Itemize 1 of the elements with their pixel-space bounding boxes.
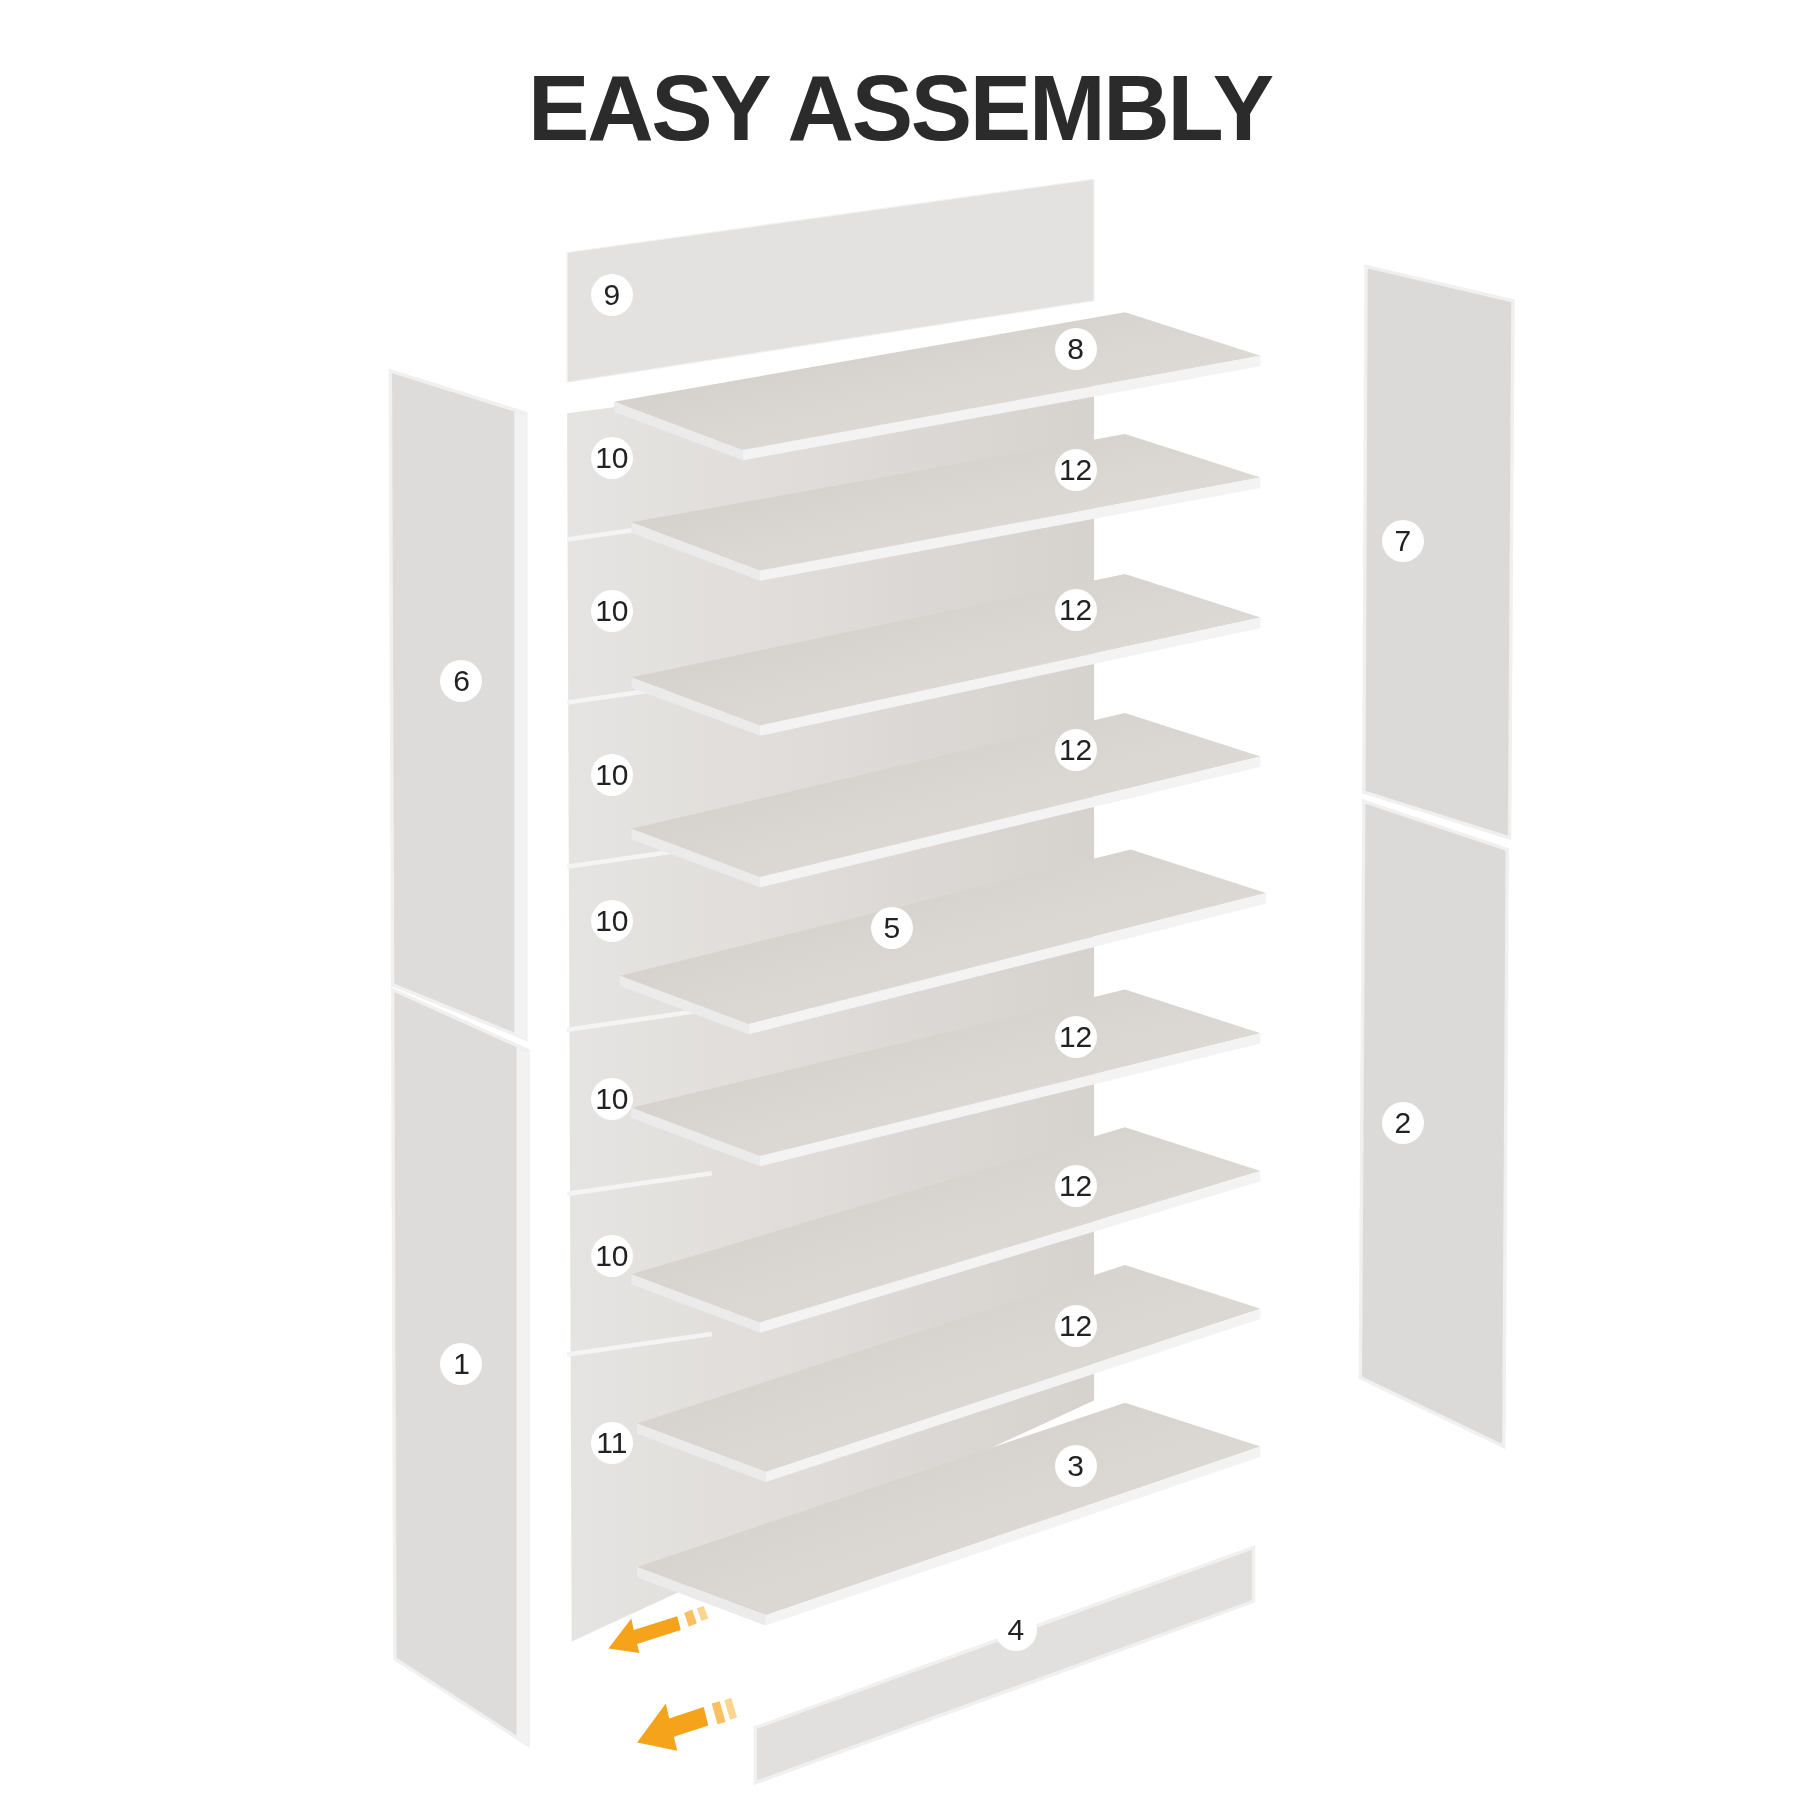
title: EASY ASSEMBLY	[527, 62, 1274, 154]
